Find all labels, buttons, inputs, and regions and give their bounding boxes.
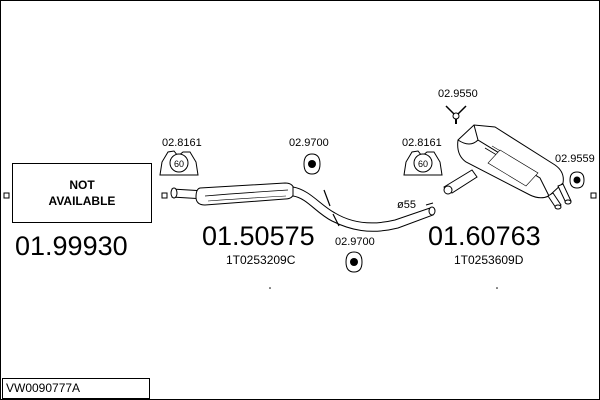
hanger-rear-icon [569,171,585,189]
diameter-label: ø55 [397,199,416,211]
clamp-front-size: 60 [174,159,184,169]
hanger-strap [323,189,331,207]
rear-end-marker [590,192,597,199]
oem-number-rear: 1T0253609D [454,253,524,267]
dot-marker [496,287,498,289]
mount-rear-label: 02.9550 [438,88,478,100]
diameter-arrow [425,202,434,206]
hanger-strap-lower [332,213,340,227]
part-number-middle: 01.50575 [202,221,315,251]
hanger-middle-label: 02.9700 [289,137,329,149]
not-available-box: NOT AVAILABLE [12,163,152,223]
dot-marker [269,287,271,289]
clamp-front-label: 02.8161 [162,137,202,149]
hanger-middle-icon [303,153,321,175]
oem-number-middle: 1T0253209C [226,253,296,267]
part-number-rear: 01.60763 [428,221,541,251]
clamp-rear-icon: 60 [403,150,443,176]
hanger-lower-label: 02.9700 [335,236,375,248]
hanger-lower-icon [345,251,363,273]
not-available-line1: NOT [69,178,95,192]
mount-rear-icon [445,105,467,124]
clamp-rear-label: 02.8161 [402,137,442,149]
clamp-front-icon: 60 [159,150,199,176]
assembly-code: VW0090777A [6,381,81,395]
hanger-rear-label: 02.9559 [555,153,595,165]
rear-silencer [443,124,572,210]
assembly-code-box: VW0090777A [2,378,150,399]
front-connector-marker [3,192,10,199]
middle-connector-marker [161,192,168,199]
not-available-line2: AVAILABLE [48,194,116,208]
middle-silencer [170,182,436,232]
clamp-rear-size: 60 [418,159,428,169]
part-number-front: 01.99930 [15,231,128,261]
